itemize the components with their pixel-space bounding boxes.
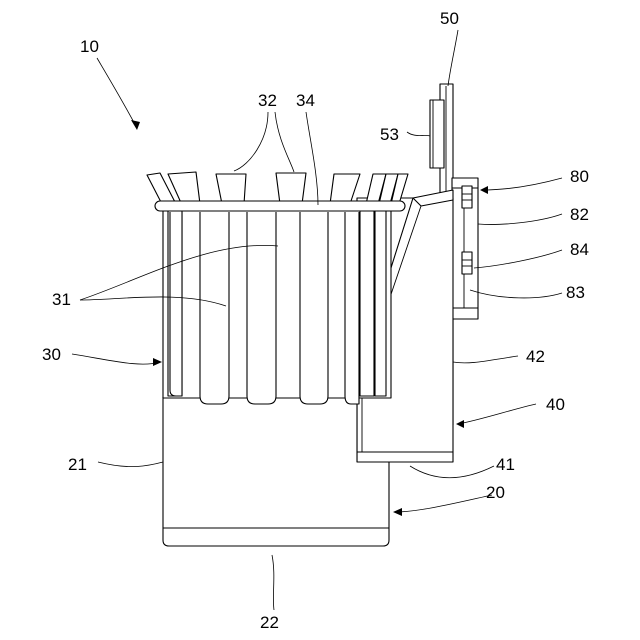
screw-84 xyxy=(462,252,472,274)
ring-34 xyxy=(155,201,405,211)
label-42: 42 xyxy=(526,347,545,366)
label-53: 53 xyxy=(380,125,399,144)
label-30: 30 xyxy=(42,345,61,364)
label-21: 21 xyxy=(68,455,87,474)
label-41: 41 xyxy=(496,455,515,474)
basket-30 xyxy=(163,207,391,404)
label-80: 80 xyxy=(570,167,589,186)
label-10: 10 xyxy=(80,37,99,56)
label-50: 50 xyxy=(440,9,459,28)
label-34: 34 xyxy=(296,91,315,110)
label-83: 83 xyxy=(566,283,585,302)
label-82: 82 xyxy=(570,205,589,224)
label-20: 20 xyxy=(486,483,505,502)
label-40: 40 xyxy=(546,395,565,414)
clip-53 xyxy=(430,100,444,168)
label-84: 84 xyxy=(570,240,589,259)
screw-82 xyxy=(462,186,472,208)
label-22: 22 xyxy=(260,613,279,632)
label-32: 32 xyxy=(258,91,277,110)
container-20 xyxy=(163,397,389,546)
label-31: 31 xyxy=(52,290,71,309)
